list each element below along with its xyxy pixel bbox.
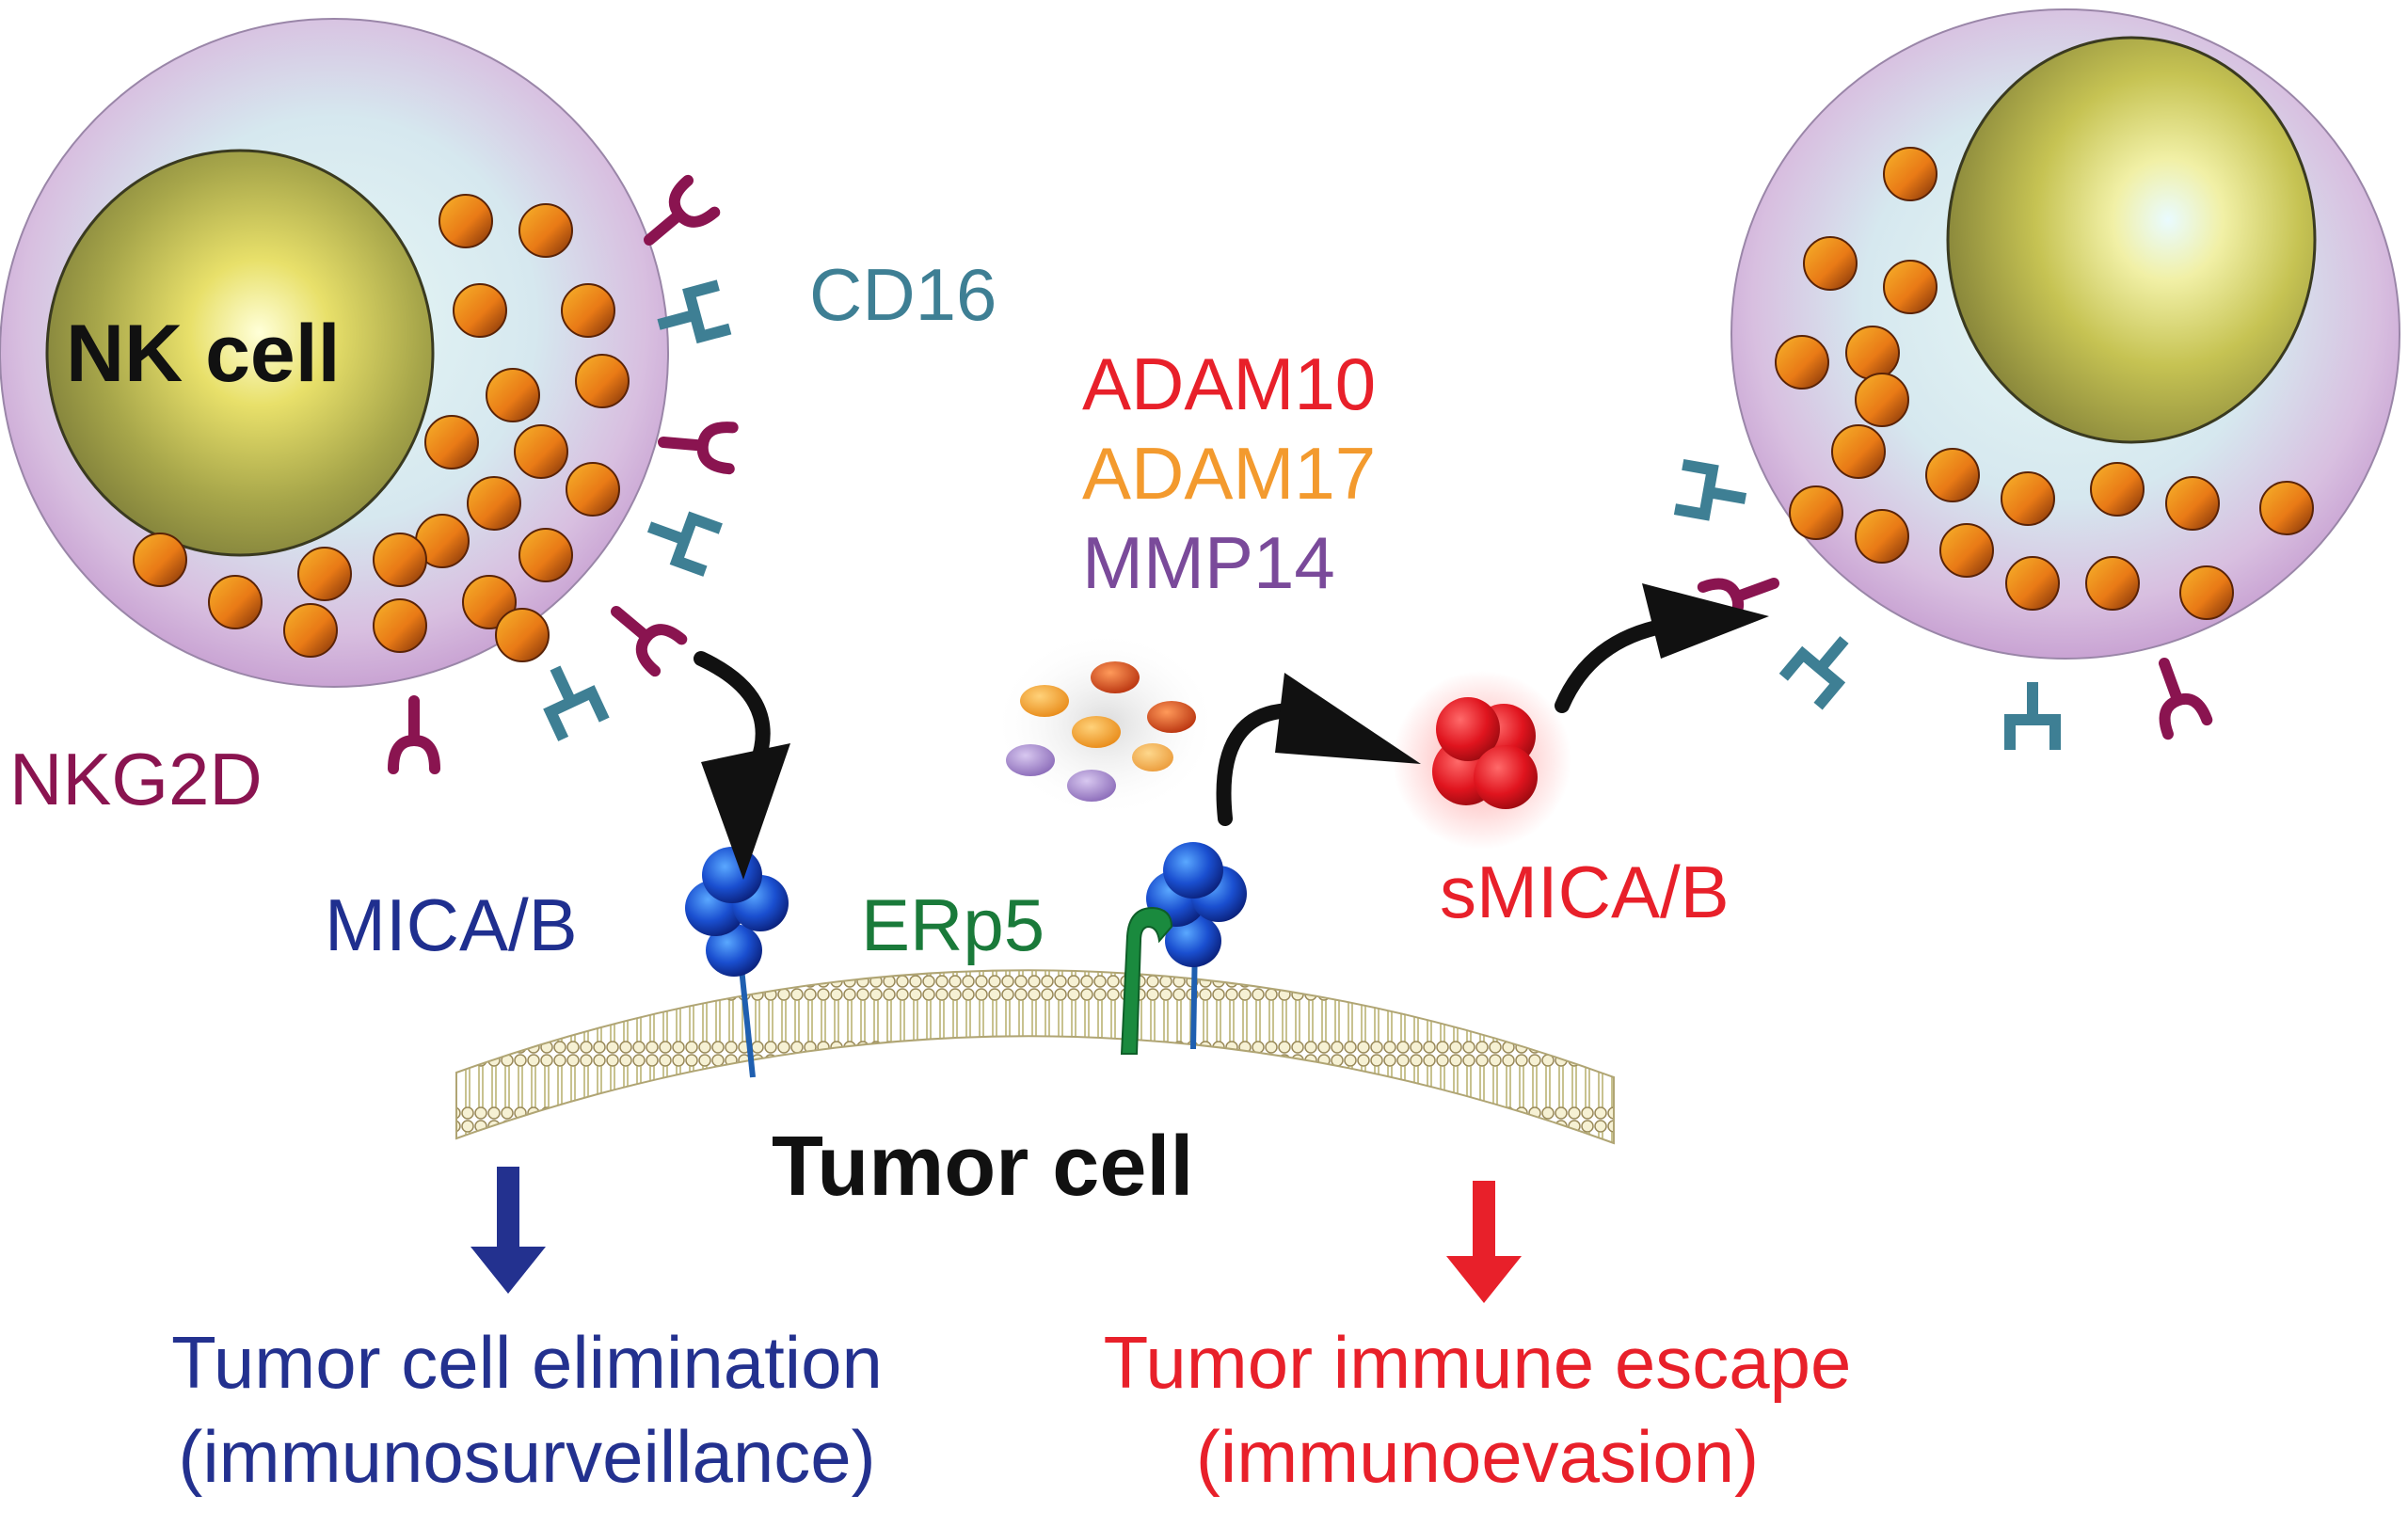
granule-icon <box>1775 335 1829 390</box>
receptor-cd16-icon <box>1673 458 1747 521</box>
curved-arrow-icon <box>1555 618 1673 713</box>
granule-icon <box>208 575 263 629</box>
receptors <box>388 174 2213 774</box>
granule-icon <box>1883 147 1938 201</box>
escape-line2: (immunoevasion) <box>1196 1415 1759 1498</box>
receptor-nkg2d-icon <box>658 422 739 475</box>
granule-icon <box>2001 471 2055 526</box>
nk-nucleus <box>45 149 435 557</box>
mica-b-label: MICA/B <box>325 883 578 966</box>
cd16-label: CD16 <box>809 253 997 336</box>
down-arrow-icon <box>1473 1181 1495 1265</box>
down-arrow-blue <box>470 1167 546 1294</box>
granule-icon <box>1855 509 1909 564</box>
mmp14-label: MMP14 <box>1082 521 1335 604</box>
adam17-label: ADAM17 <box>1082 432 1376 515</box>
granule-icon <box>575 354 630 408</box>
curved-arrow-icon <box>694 651 771 770</box>
protease-cluster-icon <box>993 630 1219 819</box>
granule-icon <box>1925 448 1980 502</box>
nk-nucleus <box>1946 36 2317 444</box>
receptor-cd16-icon <box>657 279 732 344</box>
granule-icon <box>2179 565 2234 620</box>
granule-icon <box>2165 476 2220 531</box>
mica-b-left <box>685 847 789 1078</box>
granule-icon <box>1939 523 1994 578</box>
granule-icon <box>495 608 550 662</box>
granule-icon <box>1789 485 1843 540</box>
granule-icon <box>561 283 615 338</box>
granule-icon <box>2259 481 2314 535</box>
granule-icon <box>2090 462 2145 517</box>
granule-icon <box>518 528 573 582</box>
receptor-nkg2d-icon <box>2159 658 2213 740</box>
arrow-smica-to-nk <box>1555 583 1769 713</box>
nk-cell-label: NK cell <box>66 309 341 399</box>
arrow-mica-to-smica <box>1216 673 1421 826</box>
elimination-line1: Tumor cell elimination <box>171 1321 883 1404</box>
granule-icon <box>373 533 427 587</box>
arrow-nk-to-mica <box>694 651 790 880</box>
tumor-cell-label: Tumor cell <box>772 1120 1193 1214</box>
granule-icon <box>1831 424 1886 479</box>
granule-icon <box>462 575 517 629</box>
receptor-nkg2d-icon <box>644 174 721 246</box>
adam10-label: ADAM10 <box>1082 342 1376 425</box>
receptor-nkg2d-icon <box>611 606 688 677</box>
granules <box>133 147 2314 662</box>
erp5-label: ERp5 <box>861 883 1045 966</box>
tumor-membrane <box>455 969 1615 1145</box>
smica-b-icon <box>1393 671 1571 850</box>
granule-icon <box>514 424 568 479</box>
curved-arrow-icon <box>1216 703 1301 826</box>
granule-icon <box>439 194 493 248</box>
down-arrow-red <box>1446 1181 1522 1303</box>
granule-icon <box>1803 236 1858 291</box>
granule-icon <box>2085 556 2140 611</box>
granule-icon <box>283 603 338 658</box>
receptor-cd16-icon <box>543 665 610 741</box>
elimination-line2: (immunosurveillance) <box>178 1415 875 1498</box>
granule-icon <box>566 462 620 517</box>
granule-icon <box>2005 556 2060 611</box>
granule-icon <box>1883 260 1938 314</box>
down-arrow-icon <box>497 1167 519 1256</box>
smica-b-label: sMICA/B <box>1440 851 1730 933</box>
granule-icon <box>297 547 352 601</box>
granule-icon <box>1845 326 1900 380</box>
membrane-icon <box>455 969 1615 1145</box>
granule-icon <box>1855 373 1909 427</box>
nk-cell-right <box>1730 8 2400 660</box>
mica-b-protein-icon <box>685 847 789 977</box>
receptor-cd16-icon <box>1778 636 1849 710</box>
escape-line1: Tumor immune escape <box>1104 1321 1852 1404</box>
granule-icon <box>424 415 479 469</box>
granule-icon <box>486 368 540 422</box>
receptor-cd16-icon <box>2004 682 2061 750</box>
nkg2d-label: NKG2D <box>9 738 263 820</box>
granule-icon <box>467 476 521 531</box>
granule-icon <box>453 283 507 338</box>
mica-b-protein-icon <box>1146 842 1247 967</box>
granule-icon <box>518 203 573 258</box>
erp5-icon <box>1120 906 1173 1055</box>
receptor-nkg2d-icon <box>388 695 440 774</box>
receptor-cd16-icon <box>646 511 723 577</box>
granule-icon <box>373 598 427 653</box>
granule-icon <box>133 533 187 587</box>
